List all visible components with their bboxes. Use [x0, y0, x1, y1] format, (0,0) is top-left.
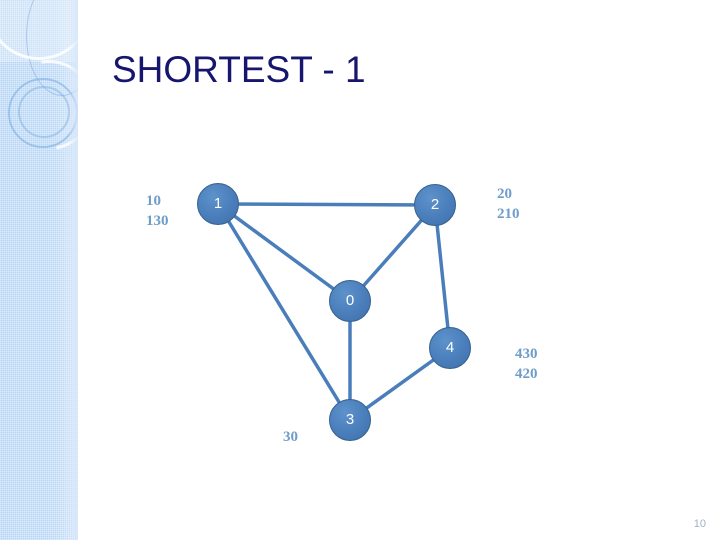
label-node-2: 20 210: [497, 186, 520, 222]
label-node-1: 10 130: [146, 193, 169, 229]
label-node-4: 430 420: [515, 346, 538, 382]
graph-node-0[interactable]: 0: [329, 280, 371, 322]
decorative-circle-icon: [0, 0, 78, 60]
sidebar-edge-fade: [68, 0, 78, 540]
graph-edge-1-3: [216, 202, 352, 422]
graph-edge-1-0: [216, 202, 352, 303]
decorative-sidebar: [0, 0, 78, 540]
graph-node-4[interactable]: 4: [429, 327, 471, 369]
label-node-3: 30: [283, 429, 298, 445]
graph-edge-2-4: [433, 203, 452, 350]
graph-node-1[interactable]: 1: [197, 183, 239, 225]
graph-node-2[interactable]: 2: [414, 184, 456, 226]
graph-edge-1-2: [216, 202, 437, 207]
page-title: SHORTEST - 1: [112, 49, 366, 90]
page-number: 10: [693, 518, 706, 530]
graph-node-3[interactable]: 3: [329, 399, 371, 441]
